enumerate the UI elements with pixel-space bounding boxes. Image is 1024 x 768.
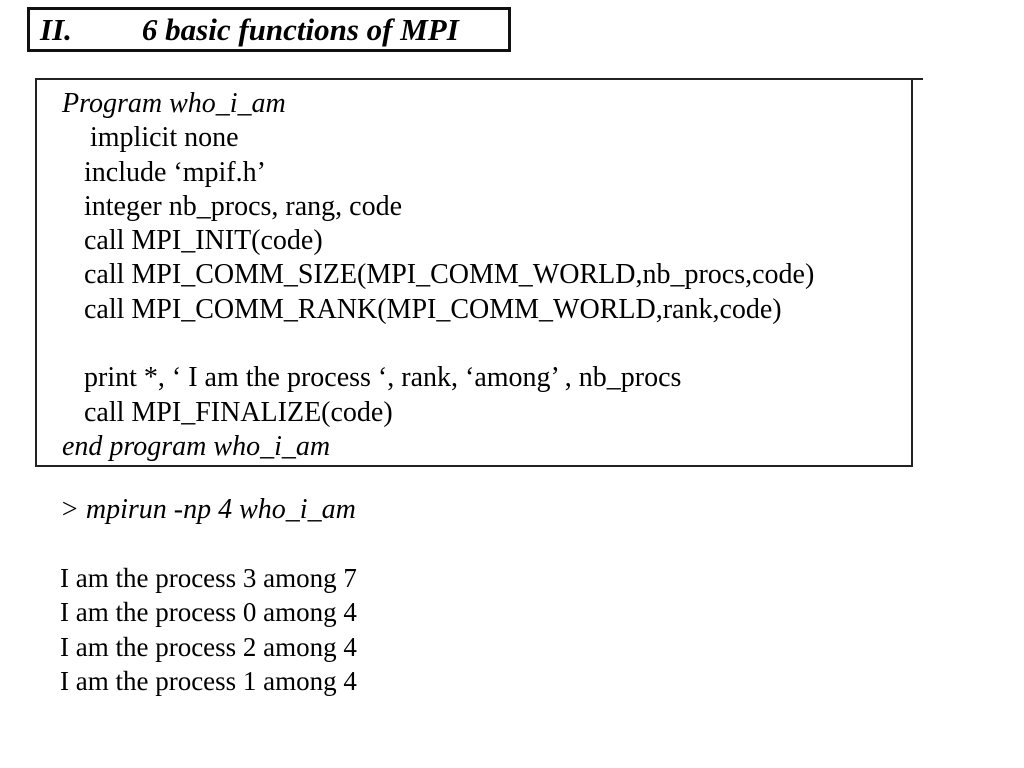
slide-title-text: 6 basic functions of MPI — [141, 11, 459, 47]
slide-title-box: II. 6 basic functions of MPI — [27, 7, 511, 52]
mpirun-command-line: > mpirun -np 4 who_i_am — [60, 494, 356, 525]
code-line-mpi-finalize: call MPI_FINALIZE(code) — [84, 396, 393, 428]
code-line-integer-decl: integer nb_procs, rang, code — [84, 190, 402, 222]
code-line-mpi-comm-rank: call MPI_COMM_RANK(MPI_COMM_WORLD,rank,c… — [84, 293, 782, 325]
code-line-include-mpif: include ‘mpif.h’ — [84, 156, 266, 188]
code-line-program-end: end program who_i_am — [62, 430, 331, 462]
output-line: I am the process 1 among 4 — [60, 666, 357, 697]
program-output-block: I am the process 3 among 7 I am the proc… — [60, 561, 357, 699]
output-line: I am the process 2 among 4 — [60, 631, 357, 662]
output-line: I am the process 3 among 7 — [60, 563, 357, 593]
code-line-implicit-none: implicit none — [90, 122, 239, 154]
slide-title-numeral: II. — [40, 11, 72, 47]
code-line-blank — [37, 327, 911, 361]
output-line: I am the process 0 among 4 — [60, 597, 357, 628]
code-line-program-start: Program who_i_am — [62, 88, 286, 119]
code-line-mpi-comm-size: call MPI_COMM_SIZE(MPI_COMM_WORLD,nb_pro… — [84, 259, 815, 291]
code-line-print: print *, ‘ I am the process ‘, rank, ‘am… — [84, 362, 682, 394]
code-line-mpi-init: call MPI_INIT(code) — [84, 225, 323, 257]
code-box-top-border-overhang — [905, 78, 923, 80]
source-code-box: Program who_i_am implicit none include ‘… — [35, 78, 913, 467]
